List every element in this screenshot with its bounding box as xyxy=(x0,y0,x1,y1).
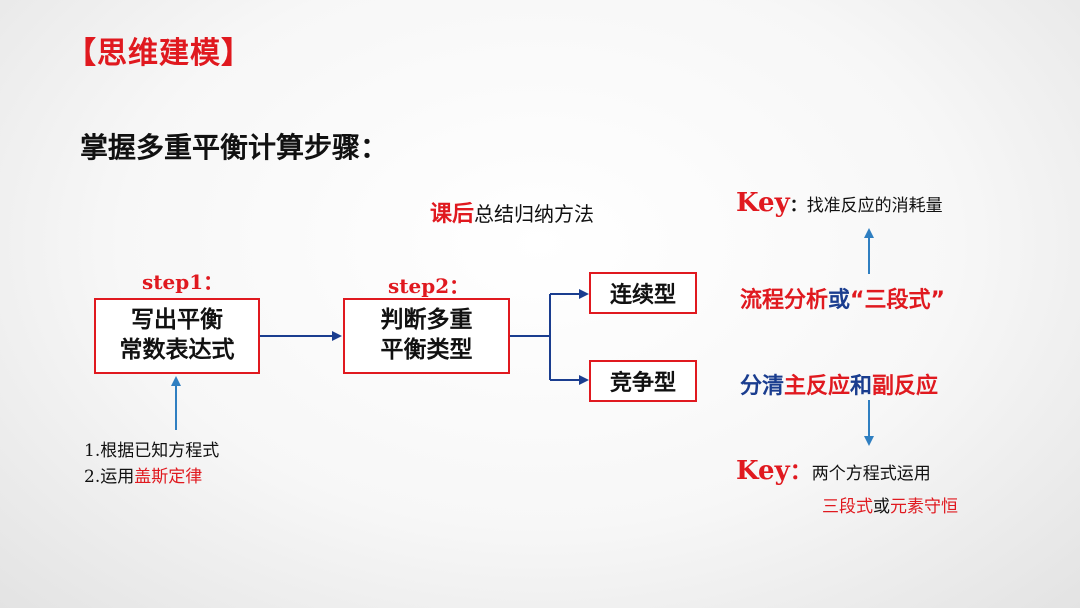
competitive-method: 分清主反应和副反应 xyxy=(740,368,938,400)
competitive-method-p4: 副反应 xyxy=(872,374,939,399)
top-key-label: Key xyxy=(736,188,790,218)
step1-box-line1: 写出平衡 xyxy=(131,307,223,334)
type-consecutive-box: 连续型 xyxy=(589,272,697,314)
method-item-2-prefix: 2.运用 xyxy=(84,467,135,487)
consecutive-method-part3: “三段式” xyxy=(850,288,945,313)
top-key-text: 找准反应的消耗量 xyxy=(806,196,943,216)
method-item-1: 1.根据已知方程式 xyxy=(84,441,220,461)
bottom-key-line2: 三段式或元素守恒 xyxy=(822,492,958,517)
top-key-colon: ： xyxy=(789,196,807,216)
type-competitive-box: 竞争型 xyxy=(589,360,697,402)
bottom-key-row: Key：两个方程式运用 xyxy=(736,454,931,486)
step2-box-line2: 平衡类型 xyxy=(380,337,473,363)
method-item-2-highlight: 盖斯定律 xyxy=(134,467,203,487)
consecutive-method-part2: 或 xyxy=(828,288,851,313)
slide-title: 【思维建模】 xyxy=(66,36,252,71)
bottom-key-line2-c: 元素守恒 xyxy=(890,497,958,517)
consecutive-method: 流程分析或“三段式” xyxy=(740,282,945,314)
summary-note-text: 总结归纳方法 xyxy=(474,202,595,226)
step2-label: step2： xyxy=(388,274,470,298)
step2-box: 判断多重 平衡类型 xyxy=(343,298,510,374)
summary-note: 课后总结归纳方法 xyxy=(430,196,594,228)
consecutive-method-part1: 流程分析 xyxy=(740,288,829,313)
step1-box: 写出平衡 常数表达式 xyxy=(94,298,260,374)
bottom-key-line2-b: 或 xyxy=(873,497,890,517)
method-item-2: 2.运用盖斯定律 xyxy=(84,462,202,487)
step1-box-line2: 常数表达式 xyxy=(119,337,235,363)
step2-box-line1: 判断多重 xyxy=(380,307,473,334)
step1-label: step1： xyxy=(142,270,224,294)
section-heading: 掌握多重平衡计算步骤： xyxy=(80,131,389,164)
competitive-method-p2: 主反应 xyxy=(784,374,851,399)
bottom-key-label: Key xyxy=(736,456,790,486)
competitive-method-p1: 分清 xyxy=(740,374,785,399)
summary-note-highlight: 课后 xyxy=(430,202,475,227)
top-key-row: Key：找准反应的消耗量 xyxy=(736,188,943,218)
bottom-key-line2-a: 三段式 xyxy=(822,497,873,517)
bottom-key-text: 两个方程式运用 xyxy=(811,464,931,484)
competitive-method-p3: 和 xyxy=(850,374,873,399)
bottom-key-colon: ： xyxy=(789,459,812,485)
